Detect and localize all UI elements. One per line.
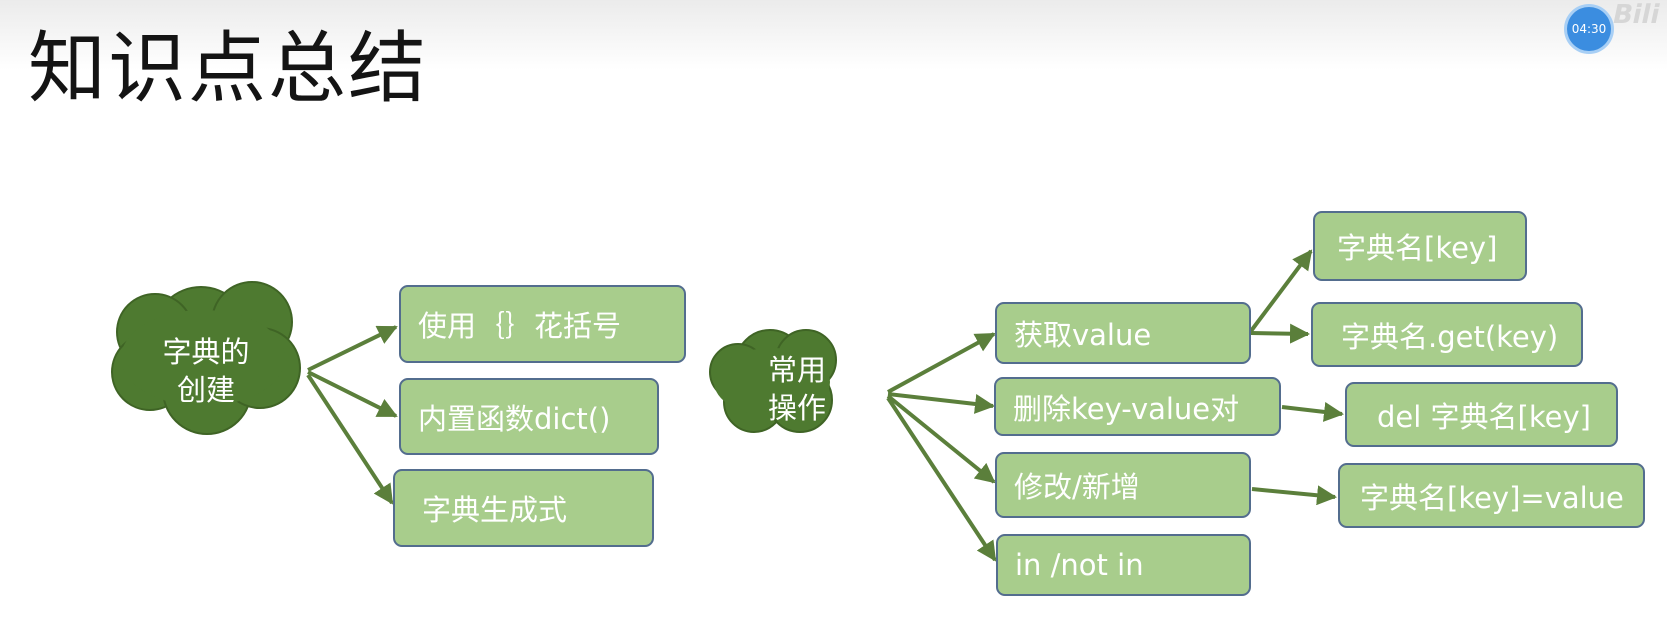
arrow-get-method <box>1250 323 1310 344</box>
node-comprehension-label: 字典生成式 <box>422 493 568 527</box>
node-braces: 使用｛｝花括号 <box>399 285 686 363</box>
node-dict-function-label: 内置函数dict() <box>418 401 611 436</box>
page-title: 知识点总结 <box>28 24 429 114</box>
arrow-op-get <box>887 332 996 394</box>
arrow-op-in <box>886 396 997 562</box>
node-get-brackets: 字典名[key] <box>1313 211 1527 281</box>
arrow-op-delete <box>887 392 995 414</box>
arrow-get-brackets <box>1249 249 1313 333</box>
arrow-op-modify <box>886 394 996 484</box>
node-membership: in /not in <box>996 534 1251 596</box>
node-assign-statement-label: 字典名[key]=value <box>1360 480 1624 515</box>
node-get-method: 字典名.get(key) <box>1311 302 1583 367</box>
arrow-creation-dict <box>307 370 398 418</box>
cloud-creation-label: 字典的 创建 <box>146 333 266 409</box>
cloud-operations-label: 常用 操作 <box>747 351 847 427</box>
arrow-modify-assign <box>1251 485 1337 506</box>
cloud-operations-line1: 常用 <box>767 353 826 387</box>
node-get-brackets-label: 字典名[key] <box>1337 231 1498 265</box>
timer-badge[interactable]: 04:30 <box>1567 7 1611 51</box>
arrow-creation-comprehension <box>306 373 394 505</box>
node-get-method-label: 字典名.get(key) <box>1341 319 1559 354</box>
node-get-value: 获取value <box>995 302 1251 364</box>
node-membership-label: in /not in <box>1015 548 1144 582</box>
node-comprehension: 字典生成式 <box>393 469 654 547</box>
node-get-value-label: 获取value <box>1014 318 1152 352</box>
node-del-statement: del 字典名[key] <box>1345 382 1618 447</box>
cloud-operations-line2: 操作 <box>767 391 826 425</box>
node-dict-function: 内置函数dict() <box>399 378 659 455</box>
node-braces-label: 使用｛｝花括号 <box>418 309 622 343</box>
node-del-statement-label: del 字典名[key] <box>1377 399 1591 434</box>
cloud-creation-shape <box>111 281 301 435</box>
cloud-operations-shape <box>709 329 837 433</box>
node-modify-add: 修改/新增 <box>995 452 1251 518</box>
arrow-delete-del <box>1281 401 1344 422</box>
cloud-creation-line1: 字典的 <box>162 335 250 369</box>
node-modify-add-label: 修改/新增 <box>1014 470 1140 504</box>
node-assign-statement: 字典名[key]=value <box>1338 463 1645 528</box>
cloud-creation-line2: 创建 <box>176 373 235 407</box>
node-delete-pair-label: 删除key-value对 <box>1013 391 1240 426</box>
node-delete-pair: 删除key-value对 <box>994 377 1281 436</box>
arrow-creation-braces <box>307 325 398 372</box>
